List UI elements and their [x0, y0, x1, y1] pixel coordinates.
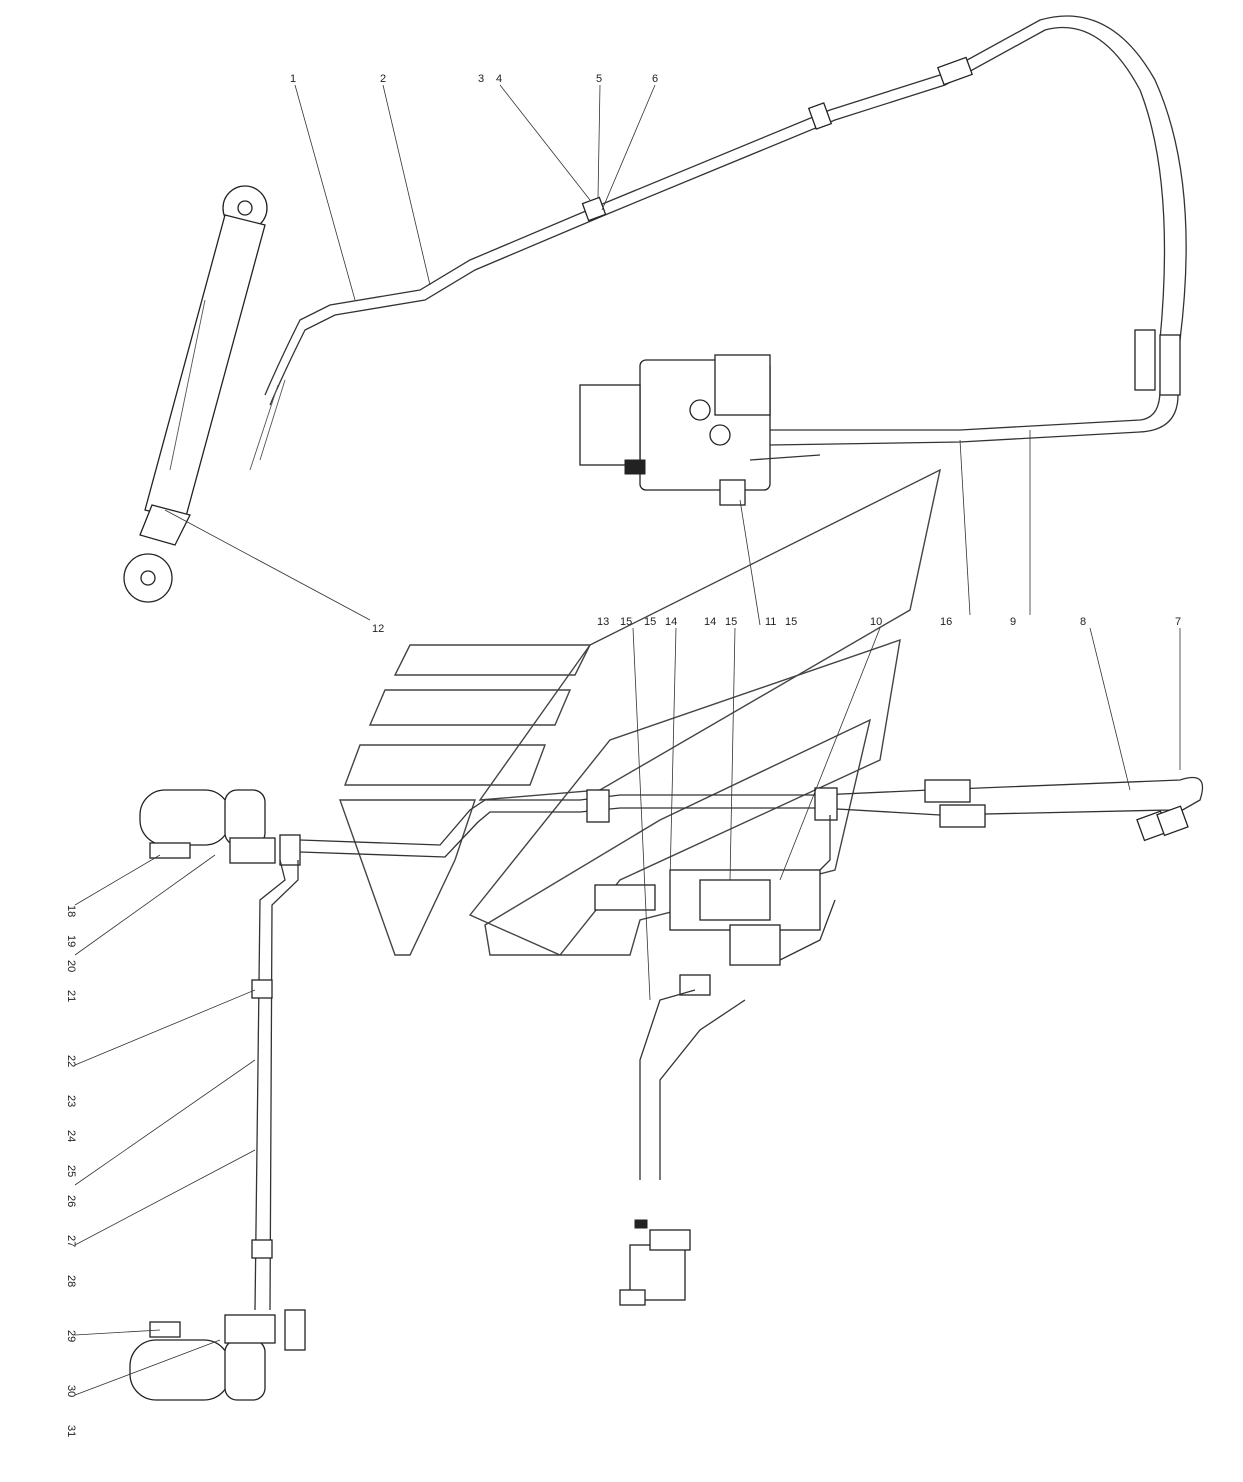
callout-23: 23 — [65, 1095, 77, 1107]
watermark-logo — [339, 468, 941, 956]
callout-9: 9 — [1010, 616, 1016, 628]
callout-19: 19 — [65, 935, 77, 947]
callout-2: 2 — [380, 73, 386, 85]
control-valve — [579, 354, 1179, 506]
callout-30: 30 — [65, 1385, 77, 1397]
callout-6: 6 — [652, 73, 658, 85]
callout-1: 1 — [290, 73, 296, 85]
callout-14a: 14 — [665, 616, 677, 628]
callout-15b: 15 — [644, 616, 656, 628]
lift-cylinder — [123, 185, 268, 603]
callout-10: 10 — [870, 616, 882, 628]
callout-21: 21 — [65, 990, 77, 1002]
callout-20: 20 — [65, 960, 77, 972]
relay-valve-assembly — [594, 815, 836, 1180]
callout-14b: 14 — [704, 616, 716, 628]
callout-18: 18 — [65, 905, 77, 917]
callout-4: 4 — [496, 73, 502, 85]
hose-run-middle — [251, 776, 1204, 1311]
callout-27: 27 — [65, 1235, 77, 1247]
callout-3: 3 — [478, 73, 484, 85]
callout-15a: 15 — [620, 616, 632, 628]
callout-31: 31 — [65, 1425, 77, 1437]
callout-11: 11 — [765, 616, 776, 628]
callout-16: 16 — [940, 616, 952, 628]
callout-8: 8 — [1080, 616, 1086, 628]
callout-22: 22 — [65, 1055, 77, 1067]
left-callouts: 18 19 20 21 22 23 24 25 26 27 28 29 30 3… — [65, 905, 77, 1437]
callout-26: 26 — [65, 1195, 77, 1207]
middle-callouts: 13 15 15 14 14 15 11 15 10 16 9 8 7 — [597, 616, 1181, 628]
left-leaders — [74, 854, 256, 1396]
middle-leaders — [632, 627, 1181, 1001]
brake-chamber-upper — [139, 789, 301, 866]
callout-29: 29 — [65, 1330, 77, 1342]
callout-13: 13 — [597, 616, 609, 628]
callout-5: 5 — [596, 73, 602, 85]
callout-24: 24 — [65, 1130, 77, 1142]
callout-28: 28 — [65, 1275, 77, 1287]
top-leaders — [164, 84, 1031, 626]
callout-15d: 15 — [785, 616, 797, 628]
hose-run-top — [249, 15, 1187, 471]
callout-25: 25 — [65, 1165, 77, 1177]
lower-valve — [619, 1219, 691, 1306]
callout-12: 12 — [372, 623, 384, 635]
brake-chamber-lower — [129, 1309, 306, 1401]
callout-15c: 15 — [725, 616, 737, 628]
top-callouts: 1 2 3 4 5 6 12 — [290, 73, 658, 635]
callout-7: 7 — [1175, 616, 1181, 628]
